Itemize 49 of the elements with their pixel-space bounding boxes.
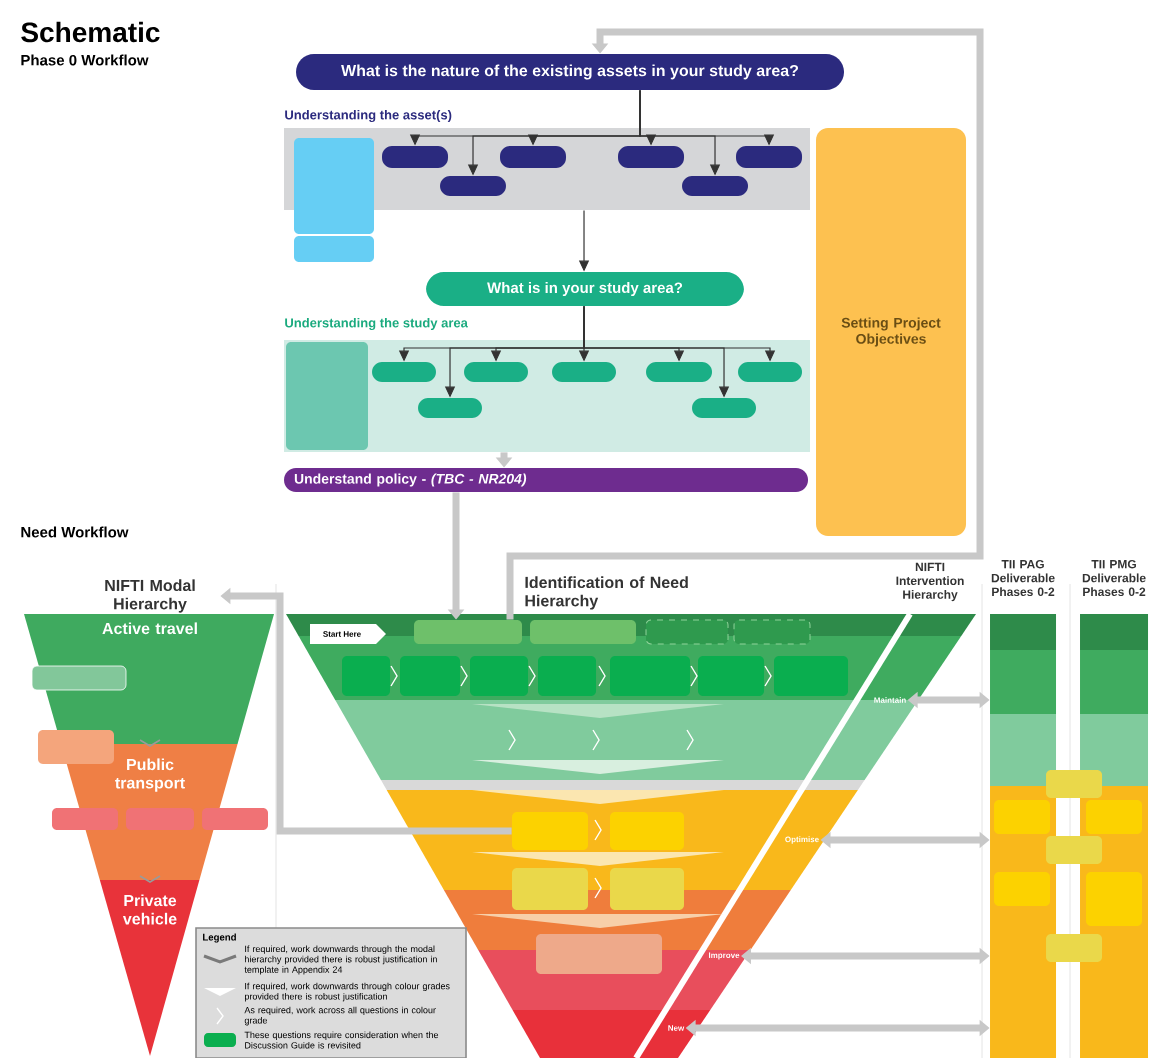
empty-pill — [500, 146, 566, 168]
empty-pill — [692, 398, 756, 418]
empty-box — [774, 656, 848, 696]
empty-box — [610, 812, 684, 850]
empty-box — [414, 620, 522, 644]
empty-pill — [646, 362, 712, 382]
empty-box — [512, 812, 588, 850]
empty-box — [530, 620, 636, 644]
empty-box — [538, 656, 596, 696]
arrow — [506, 28, 984, 620]
empty-pill — [382, 146, 448, 168]
empty-box — [994, 872, 1050, 906]
empty-pill — [552, 362, 616, 382]
empty-box — [610, 656, 690, 696]
empty-box — [31, 665, 127, 691]
empty-box — [38, 730, 114, 764]
empty-box — [294, 236, 374, 262]
empty-pill — [736, 146, 802, 168]
empty-box — [512, 868, 588, 910]
empty-box — [610, 868, 684, 910]
empty-pill — [372, 362, 436, 382]
node-label: Identification of Need Hierarchy — [525, 576, 688, 610]
empty-box — [400, 656, 460, 696]
empty-pill — [618, 146, 684, 168]
empty-pill — [682, 176, 748, 196]
empty-box — [1086, 800, 1142, 834]
empty-pill — [738, 362, 802, 382]
empty-box — [286, 342, 368, 450]
empty-pill — [440, 176, 506, 196]
empty-box — [994, 800, 1050, 834]
question-pill: What is the nature of the existing assets in your study area? — [296, 54, 844, 90]
empty-box — [202, 808, 268, 830]
empty-box — [52, 808, 118, 830]
empty-box — [1046, 770, 1102, 798]
empty-box — [1046, 836, 1102, 864]
empty-box — [342, 656, 390, 696]
empty-pill — [418, 398, 482, 418]
funnel-band: Private vehicle — [99, 880, 200, 1056]
dashed-box — [733, 619, 811, 645]
empty-box — [470, 656, 528, 696]
section-heading: NIFTI Modal Hierarchy — [105, 579, 195, 613]
empty-box — [1046, 934, 1102, 962]
empty-box — [536, 934, 662, 974]
empty-box — [1086, 872, 1142, 926]
empty-box — [698, 656, 764, 696]
dashed-box — [645, 619, 729, 645]
empty-pill — [464, 362, 528, 382]
title: Schematic — [21, 21, 160, 43]
empty-box — [126, 808, 194, 830]
